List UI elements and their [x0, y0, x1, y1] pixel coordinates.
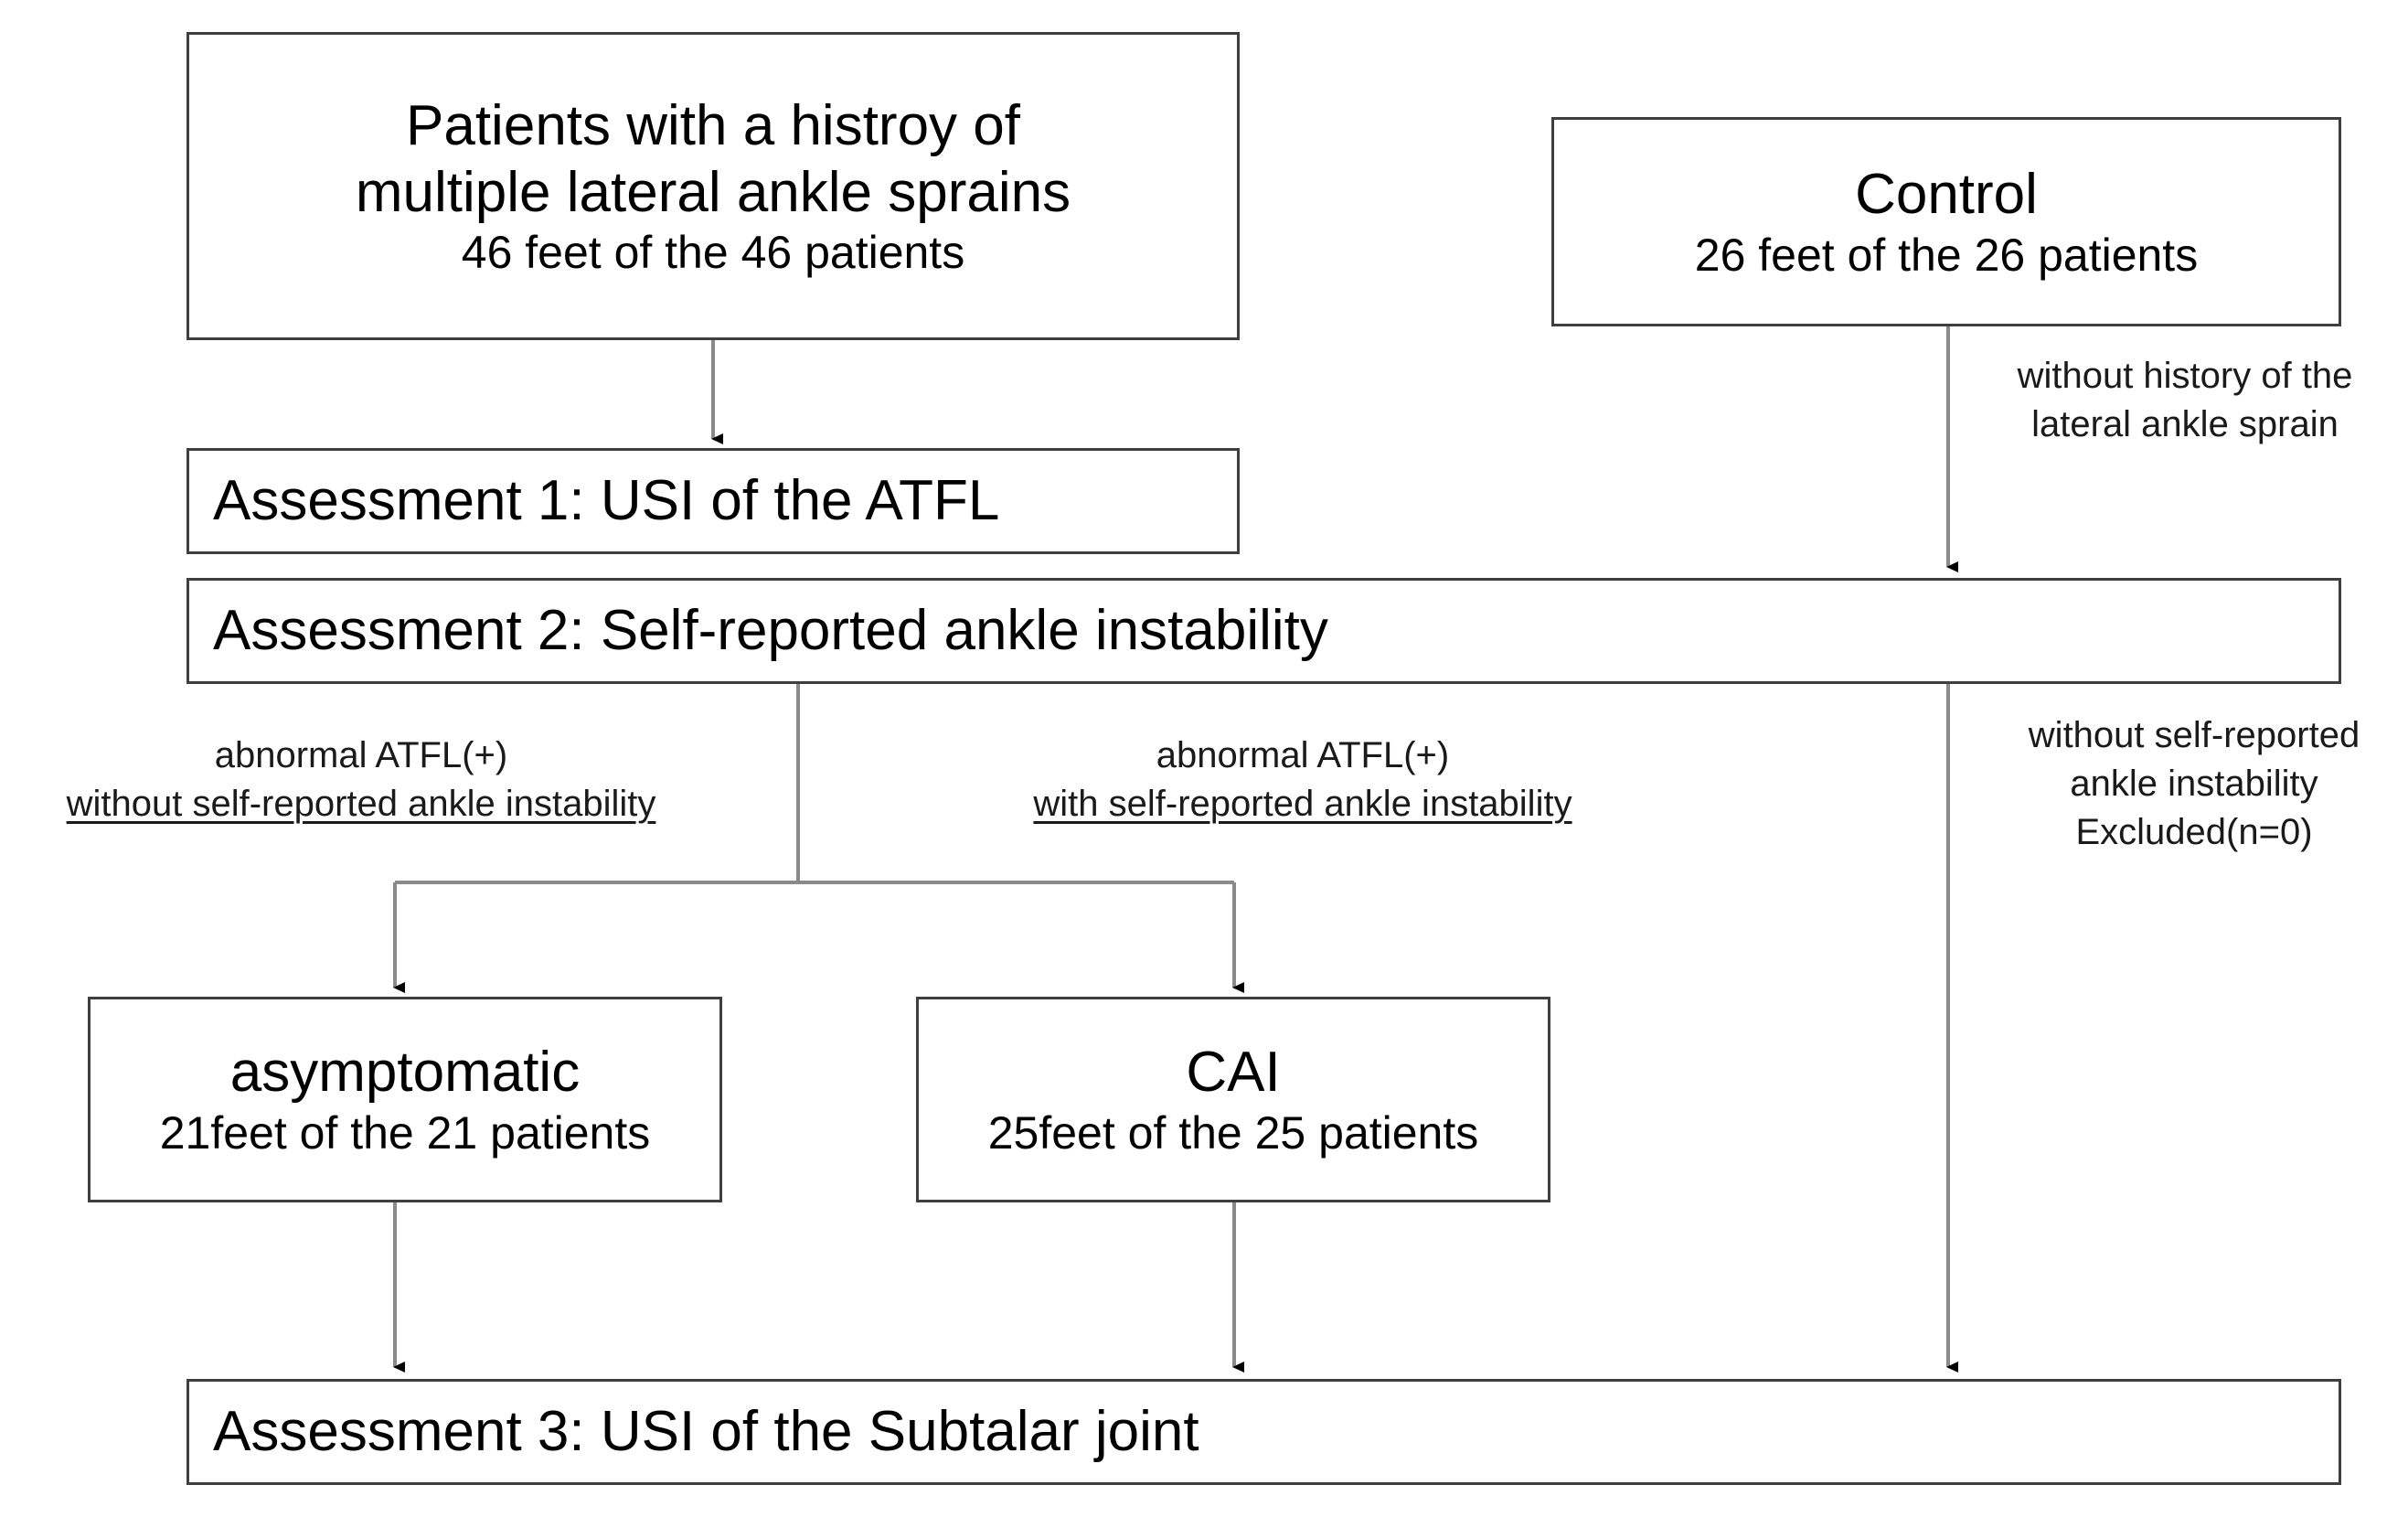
edge-label-control-line1: without history of the: [2017, 356, 2353, 396]
node-assessment1[interactable]: Assessment 1: USI of the ATFL: [186, 448, 1240, 554]
edge-label-cai-line1: abnormal ATFL(+): [1156, 735, 1450, 775]
node-assessment3[interactable]: Assessment 3: USI of the Subtalar joint: [186, 1379, 2341, 1485]
control-title: Control: [1855, 163, 2038, 227]
node-source-patients[interactable]: Patients with a histroy of multiple late…: [186, 32, 1240, 340]
edge-label-control-line2: lateral ankle sprain: [2031, 403, 2339, 444]
edge-label-control-to-assessment2: without history of the lateral ankle spr…: [1975, 352, 2395, 449]
node-asymptomatic[interactable]: asymptomatic 21feet of the 21 patients: [88, 997, 722, 1202]
edge-label-cai-line2: with self-reported ankle instability: [1033, 783, 1572, 824]
asymptomatic-count: 21feet of the 21 patients: [159, 1106, 651, 1159]
source-patients-title-line2: multiple lateral ankle sprains: [355, 161, 1071, 224]
edge-label-control-branch: without self-reported ankle instability …: [1984, 711, 2404, 856]
assessment1-label: Assessment 1: USI of the ATFL: [213, 469, 1000, 533]
edge-label-control-branch-line3: Excluded(n=0): [2075, 811, 2313, 852]
edge-label-asymptomatic-line2: without self-reported ankle instability: [66, 783, 656, 824]
edge-label-to-cai: abnormal ATFL(+) with self-reported ankl…: [942, 732, 1664, 828]
node-control[interactable]: Control 26 feet of the 26 patients: [1551, 117, 2341, 326]
edge-label-control-branch-line1: without self-reported: [2028, 715, 2360, 755]
node-cai[interactable]: CAI 25feet of the 25 patients: [916, 997, 1550, 1202]
control-count: 26 feet of the 26 patients: [1694, 229, 2199, 281]
edge-label-asymptomatic-line1: abnormal ATFL(+): [214, 735, 508, 775]
cai-title: CAI: [1186, 1041, 1281, 1105]
source-patients-count: 46 feet of the 46 patients: [461, 227, 965, 279]
node-assessment2[interactable]: Assessment 2: Self-reported ankle instab…: [186, 578, 2341, 684]
assessment2-label: Assessment 2: Self-reported ankle instab…: [213, 599, 1328, 663]
edge-label-control-branch-line2: ankle instability: [2070, 763, 2318, 804]
edge-label-to-asymptomatic: abnormal ATFL(+) without self-reported a…: [0, 732, 722, 828]
source-patients-title-line1: Patients with a histroy of: [406, 93, 1020, 157]
assessment3-label: Assessment 3: USI of the Subtalar joint: [213, 1400, 1199, 1464]
cai-count: 25feet of the 25 patients: [987, 1106, 1479, 1159]
asymptomatic-title: asymptomatic: [229, 1041, 581, 1105]
